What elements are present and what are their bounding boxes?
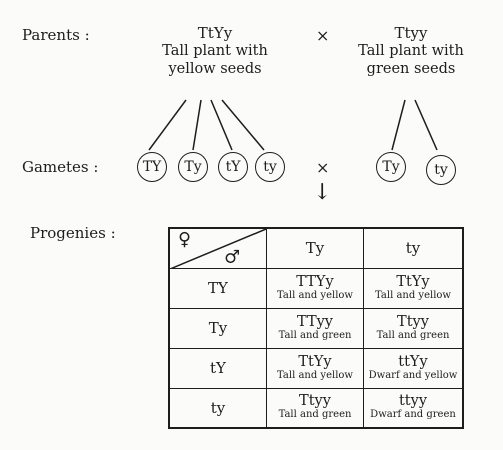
row-header: Ty xyxy=(168,307,267,349)
progeny-phenotype: Tall and yellow xyxy=(277,289,353,301)
parent-right-desc-line2: green seeds xyxy=(366,61,456,77)
row-header: TY xyxy=(168,267,267,309)
down-arrow-icon: ↓ xyxy=(313,180,332,205)
connector-line-TY xyxy=(148,99,187,151)
connector-line-right-ty xyxy=(414,99,438,151)
column-header: Ty xyxy=(266,227,364,269)
female-symbol-icon: ♀ xyxy=(178,229,192,250)
connector-line-Ty xyxy=(192,99,202,151)
column-header: ty xyxy=(363,227,464,269)
parent-right-genotype: Ttyy xyxy=(394,24,428,42)
gamete-circle: Ty xyxy=(178,152,208,182)
gamete-circle: ty xyxy=(426,155,456,185)
connector-line-tY xyxy=(210,99,233,151)
progeny-phenotype: Dwarf and yellow xyxy=(368,369,458,381)
table-row: TY TTYy Tall and yellow TtYy Tall and ye… xyxy=(168,267,464,309)
punnett-square: ♀ ♂ Ty ty TY TTYy Tall and yellow TtYy T… xyxy=(168,227,464,429)
progeny-genotype: ttYy xyxy=(398,353,428,370)
progeny-phenotype: Tall and yellow xyxy=(277,369,353,381)
parent-left: TtYy Tall plant with yellow seeds xyxy=(135,24,295,78)
progeny-phenotype: Dwarf and green xyxy=(370,409,456,421)
connector-line-ty xyxy=(221,99,265,151)
gamete-circle: Ty xyxy=(376,152,406,182)
parent-right: Ttyy Tall plant with green seeds xyxy=(346,24,476,78)
progeny-phenotype: Tall and green xyxy=(278,409,352,421)
progeny-genotype: ttyy xyxy=(398,393,428,410)
gametes-cross-symbol: × xyxy=(316,158,330,177)
progeny-phenotype: Tall and yellow xyxy=(375,289,451,301)
gamete-circle: TY xyxy=(137,152,167,182)
parents-cross-symbol: × xyxy=(316,26,330,45)
row-header: ty xyxy=(168,387,267,429)
progenies-label: Progenies : xyxy=(30,224,116,242)
punnett-corner-cell: ♀ ♂ xyxy=(168,227,267,269)
parent-left-desc-line1: Tall plant with xyxy=(162,43,268,59)
progeny-phenotype: Tall and green xyxy=(278,329,352,341)
progeny-cell: Ttyy Tall and green xyxy=(266,387,364,429)
gamete-circle: tY xyxy=(218,152,248,182)
progeny-cell: TtYy Tall and yellow xyxy=(363,267,464,309)
row-header: tY xyxy=(168,347,267,389)
parent-left-desc-line2: yellow seeds xyxy=(168,61,262,77)
table-row: ty Ttyy Tall and green ttyy Dwarf and gr… xyxy=(168,387,464,429)
gametes-label: Gametes : xyxy=(22,158,99,176)
connector-line-right-Ty xyxy=(391,99,406,151)
progeny-genotype: Ttyy xyxy=(397,313,429,330)
progeny-cell: TTyy Tall and green xyxy=(266,307,364,349)
table-row: tY TtYy Tall and yellow ttYy Dwarf and y… xyxy=(168,347,464,389)
progeny-genotype: TTyy xyxy=(297,313,333,330)
parent-left-genotype: TtYy xyxy=(197,24,233,42)
progeny-cell: Ttyy Tall and green xyxy=(363,307,464,349)
progeny-genotype: TtYy xyxy=(298,353,332,370)
parent-right-desc-line1: Tall plant with xyxy=(358,43,464,59)
male-symbol-icon: ♂ xyxy=(224,247,241,268)
progeny-cell: ttYy Dwarf and yellow xyxy=(363,347,464,389)
progeny-cell: TTYy Tall and yellow xyxy=(266,267,364,309)
progeny-cell: ttyy Dwarf and green xyxy=(363,387,464,429)
progeny-genotype: TTYy xyxy=(296,273,334,290)
gamete-circle: ty xyxy=(255,152,285,182)
progeny-cell: TtYy Tall and yellow xyxy=(266,347,364,389)
progeny-genotype: TtYy xyxy=(396,273,430,290)
parents-label: Parents : xyxy=(22,26,90,44)
progeny-genotype: Ttyy xyxy=(299,393,331,410)
table-row: Ty TTyy Tall and green Ttyy Tall and gre… xyxy=(168,307,464,349)
corner-diagonal-line xyxy=(170,229,266,269)
progeny-phenotype: Tall and green xyxy=(376,329,450,341)
